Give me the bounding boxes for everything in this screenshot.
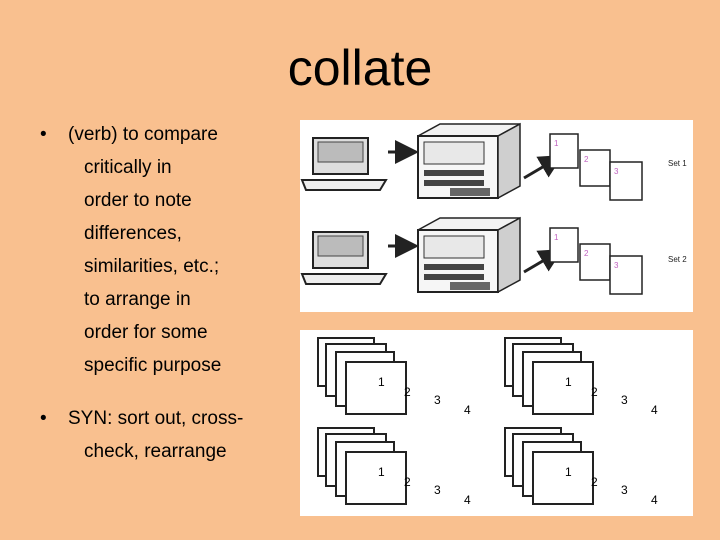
page-number: 3 <box>614 261 619 270</box>
stacks-diagram: 1 2 3 4 1 2 3 4 1 2 3 4 <box>317 337 658 507</box>
slide-title: collate <box>0 40 720 96</box>
bullet-line: to arrange in <box>84 289 191 310</box>
printer-diagram: 1 2 3 Set 1 1 2 3 Set <box>300 122 687 295</box>
bullet-definition: • (verb) to compare critically in order … <box>28 118 293 382</box>
bullet-line: (verb) to compare <box>68 124 218 145</box>
page-stack-2: 1 2 3 4 <box>504 337 658 417</box>
page-stack-3: 1 2 3 4 <box>317 427 471 507</box>
printer-icon <box>417 216 521 294</box>
page-number: 4 <box>651 403 658 417</box>
page-number: 4 <box>651 493 658 507</box>
bullet-line: order to note <box>84 190 192 211</box>
page-number: 4 <box>464 403 471 417</box>
page-number: 2 <box>404 385 411 399</box>
bullet-list: • (verb) to compare critically in order … <box>28 118 293 468</box>
bullet-line: differences, <box>84 223 182 244</box>
page-number: 3 <box>621 393 628 407</box>
computer-icon <box>300 231 388 285</box>
printer-icon <box>417 122 521 200</box>
bullet-line: order for some <box>84 322 208 343</box>
bullet-dot-icon: • <box>40 408 47 429</box>
page-number: 4 <box>464 493 471 507</box>
page-set-2: 1 2 3 Set 2 <box>549 227 687 295</box>
page-number: 1 <box>554 233 559 242</box>
page-number: 3 <box>614 167 619 176</box>
page-set-1: 1 2 3 Set 1 <box>549 133 687 201</box>
bullet-line: specific purpose <box>84 355 222 376</box>
page-number: 1 <box>565 375 572 389</box>
page-number: 2 <box>591 475 598 489</box>
page-number: 2 <box>404 475 411 489</box>
bullet-line: SYN: sort out, cross- <box>68 408 244 429</box>
page-number: 1 <box>565 465 572 479</box>
page-number: 2 <box>584 249 589 258</box>
bullet-dot-icon: • <box>40 124 47 145</box>
computer-icon <box>300 137 388 191</box>
page-number: 1 <box>554 139 559 148</box>
page-number: 1 <box>378 375 385 389</box>
set-label: Set 1 <box>668 159 687 168</box>
page-number: 2 <box>591 385 598 399</box>
bullet-line: check, rearrange <box>84 441 227 462</box>
page-number: 3 <box>434 483 441 497</box>
page-stack-1: 1 2 3 4 <box>317 337 471 417</box>
page-number: 2 <box>584 155 589 164</box>
bullet-line: critically in <box>84 157 172 178</box>
page-number: 3 <box>434 393 441 407</box>
page-number: 1 <box>378 465 385 479</box>
page-stack-4: 1 2 3 4 <box>504 427 658 507</box>
page-number: 3 <box>621 483 628 497</box>
bullet-synonyms: • SYN: sort out, cross- check, rearrange <box>28 402 293 468</box>
set-label: Set 2 <box>668 255 687 264</box>
bullet-line: similarities, etc.; <box>84 256 220 277</box>
collated-stacks-illustration: 1 2 3 4 1 2 3 4 1 2 3 4 <box>300 330 693 516</box>
collating-printer-illustration: 1 2 3 Set 1 1 2 3 Set <box>300 120 693 312</box>
slide-title-text: collate <box>287 40 433 96</box>
